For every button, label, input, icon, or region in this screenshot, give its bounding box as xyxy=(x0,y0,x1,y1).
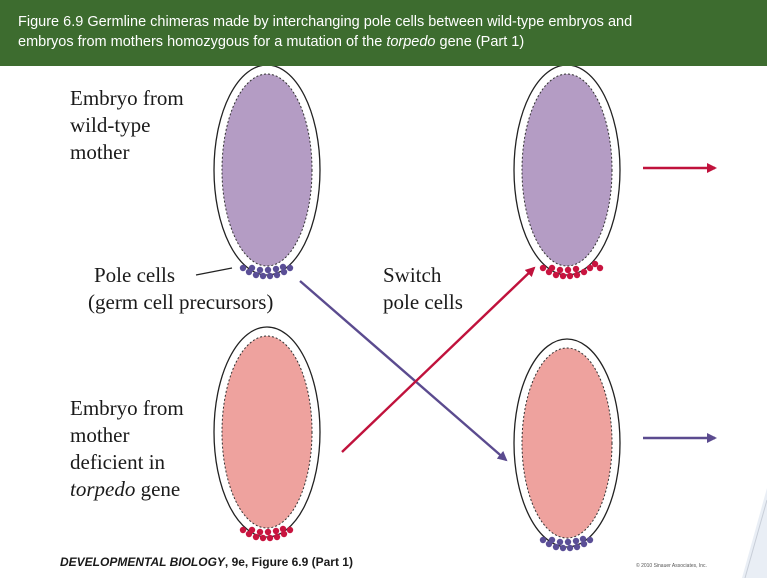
wildtype-label-line-2: wild-type xyxy=(70,112,184,139)
mutant-label-gene-name: torpedo xyxy=(70,477,135,501)
partial-figure-corner xyxy=(742,488,767,578)
figure-caption-header: Figure 6.9 Germline chimeras made by int… xyxy=(0,0,767,66)
pole-cells-label-line-2: (germ cell precursors) xyxy=(88,289,273,316)
mutant-embryo-label: Embryo from mother deficient in torpedo … xyxy=(70,395,184,503)
mutant-label-line-2: mother xyxy=(70,422,184,449)
chimera-embryo-wildtype-host xyxy=(514,66,620,275)
wildtype-embryo xyxy=(214,66,320,275)
caption-line-2-suffix: gene (Part 1) xyxy=(436,34,525,50)
switch-label-line-2: pole cells xyxy=(383,289,463,316)
wildtype-embryo-label: Embryo from wild-type mother xyxy=(70,85,184,166)
switch-pole-cells-label: Switch pole cells xyxy=(383,262,463,316)
wildtype-label-line-1: Embryo from xyxy=(70,85,184,112)
mutant-label-line-4: torpedo gene xyxy=(70,476,184,503)
caption-gene-name: torpedo xyxy=(386,34,435,50)
wildtype-label-line-3: mother xyxy=(70,139,184,166)
copyright-notice: © 2010 Sinauer Associates, Inc. xyxy=(636,563,707,569)
mutant-label-line-3: deficient in xyxy=(70,449,184,476)
book-title: DEVELOPMENTAL BIOLOGY xyxy=(60,555,225,569)
pole-cells-label-line-1: Pole cells xyxy=(88,262,273,289)
caption-line-2: embryos from mothers homozygous for a mu… xyxy=(18,32,755,52)
caption-line-1: Figure 6.9 Germline chimeras made by int… xyxy=(18,12,755,32)
book-citation: DEVELOPMENTAL BIOLOGY, 9e, Figure 6.9 (P… xyxy=(60,555,353,569)
mutant-label-line-1: Embryo from xyxy=(70,395,184,422)
chimera-embryo-mutant-host xyxy=(514,339,620,547)
mutant-label-gene-suffix: gene xyxy=(135,477,180,501)
book-edition: , 9e, Figure 6.9 (Part 1) xyxy=(225,555,353,569)
pole-cells-label: Pole cells (germ cell precursors) xyxy=(88,262,273,316)
mutant-embryo xyxy=(214,327,320,537)
switch-label-line-1: Switch xyxy=(383,262,463,289)
caption-line-2-prefix: embryos from mothers homozygous for a mu… xyxy=(18,34,386,50)
